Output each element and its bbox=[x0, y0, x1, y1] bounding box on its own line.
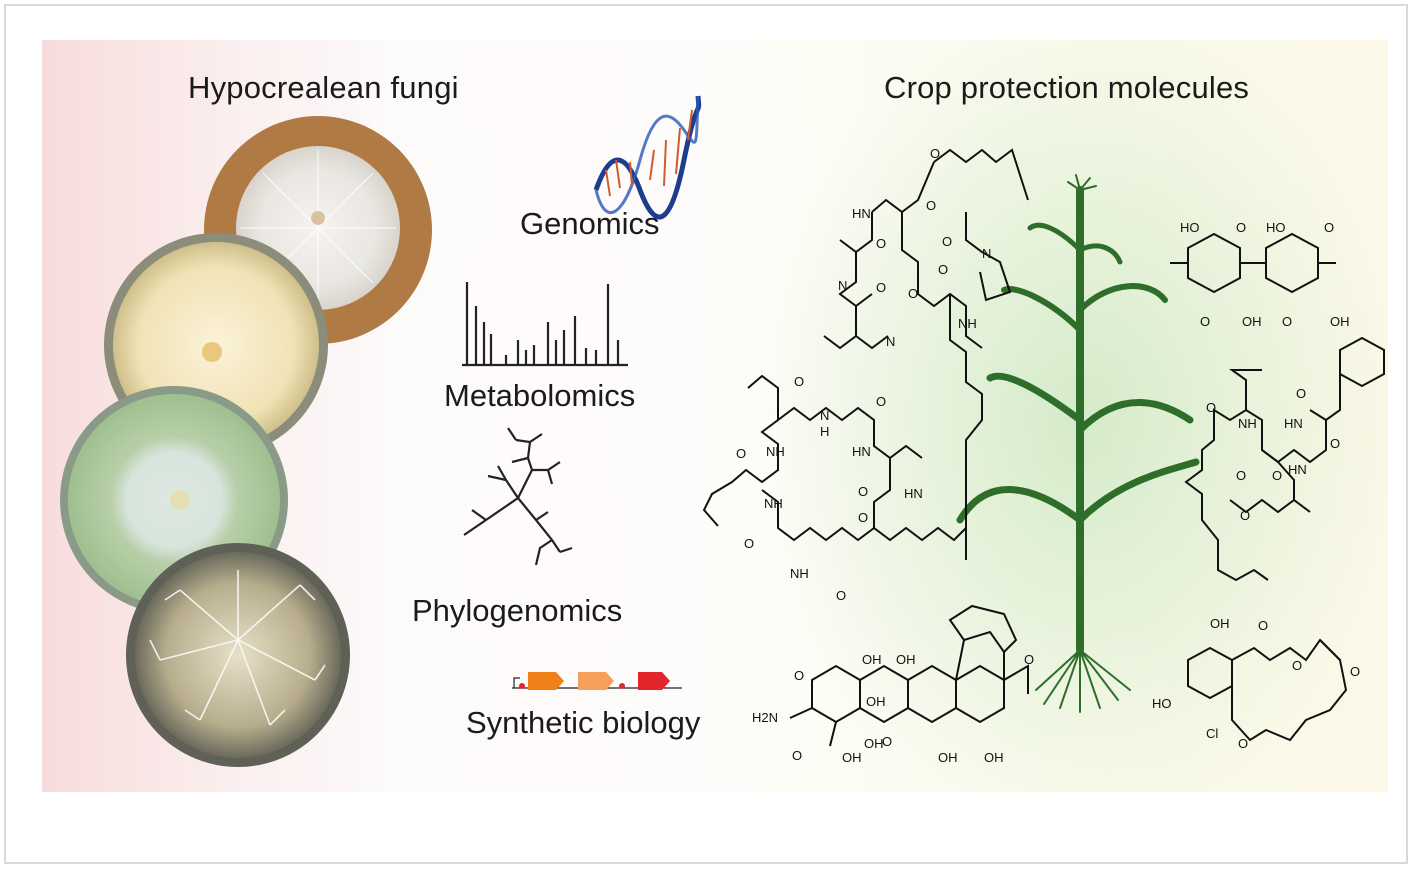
heading-crop-protection: Crop protection molecules bbox=[884, 70, 1250, 105]
quinone-atom: OH bbox=[1330, 314, 1350, 329]
polyketide-atom: O bbox=[794, 668, 804, 683]
macrocycle-atom: O bbox=[858, 510, 868, 525]
macrocycle-atom: O bbox=[876, 280, 886, 295]
resorcylic-atom-labels: OH O O HO Cl O O bbox=[1152, 616, 1360, 751]
cyclic-lipodepsipeptide-structure bbox=[702, 148, 1029, 560]
petri-dish-4 bbox=[126, 543, 350, 767]
macrocycle-atom: O bbox=[908, 286, 918, 301]
polyketide-atom: OH bbox=[842, 750, 862, 765]
polyketide-atom: OH bbox=[866, 694, 886, 709]
resorcylic-atom: O bbox=[1350, 664, 1360, 679]
lipopeptide-atom: HN bbox=[1284, 416, 1303, 431]
quinone-atom: HO bbox=[1180, 220, 1200, 235]
resorcylic-atom: OH bbox=[1210, 616, 1230, 631]
resorcylic-atom: O bbox=[1258, 618, 1268, 633]
macrocycle-atom: O bbox=[794, 374, 804, 389]
macrocycle-atom: NH bbox=[958, 316, 977, 331]
mass-spectrum-icon bbox=[462, 282, 628, 367]
quinone-dimer-structure bbox=[1170, 232, 1336, 294]
macrocycle-atom: O bbox=[858, 484, 868, 499]
macrocycle-atom: N bbox=[982, 246, 991, 261]
macrocycle-atom: H bbox=[820, 424, 829, 439]
label-synthetic-biology: Synthetic biology bbox=[466, 705, 701, 740]
macrocycle-atom: N bbox=[886, 334, 895, 349]
label-metabolomics: Metabolomics bbox=[444, 378, 636, 413]
macrocycle-atom: O bbox=[938, 262, 948, 277]
lipopeptide-atom: NH bbox=[1238, 416, 1257, 431]
macrocycle-atom: O bbox=[744, 536, 754, 551]
quinone-atom: O bbox=[1200, 314, 1210, 329]
lipopeptide-atom-labels: O O NH HN O HN O O O bbox=[1206, 386, 1340, 523]
lipopeptide-atom: O bbox=[1296, 386, 1306, 401]
quinone-atom-labels: HO O HO O O OH O OH bbox=[1180, 220, 1350, 329]
lipopeptide-atom: O bbox=[1236, 468, 1246, 483]
macrocycle-atom: HN bbox=[852, 206, 871, 221]
macrocycle-atom: HN bbox=[852, 444, 871, 459]
quinone-atom: O bbox=[1324, 220, 1334, 235]
macrocycle-atom: HN bbox=[904, 486, 923, 501]
polyketide-atom: OH bbox=[864, 736, 884, 751]
polyketide-atom: O bbox=[882, 734, 892, 749]
polyketide-atom: OH bbox=[938, 750, 958, 765]
gene-cluster-icon bbox=[512, 672, 682, 690]
polyketide-atom: O bbox=[1024, 652, 1034, 667]
lipopeptide-atom: O bbox=[1272, 468, 1282, 483]
macrocycle-atom: O bbox=[926, 198, 936, 213]
quinone-atom: O bbox=[1236, 220, 1246, 235]
heading-hypocrealean-fungi: Hypocrealean fungi bbox=[188, 70, 459, 105]
phylogenetic-tree-icon bbox=[463, 427, 573, 566]
corn-plant-illustration bbox=[956, 174, 1200, 713]
polyketide-atom-labels: O OH OH H2N O OH OH OH O OH OH O bbox=[752, 652, 1034, 765]
macrocycle-atom: O bbox=[836, 588, 846, 603]
lipopeptide-atom: HN bbox=[1288, 462, 1307, 477]
resorcylic-atom: O bbox=[1292, 658, 1302, 673]
macrocycle-atom: O bbox=[876, 236, 886, 251]
resorcylic-atom: Cl bbox=[1206, 726, 1218, 741]
macrocycle-atom: NH bbox=[766, 444, 785, 459]
lipopeptide-structure bbox=[1184, 336, 1385, 582]
quinone-atom: O bbox=[1282, 314, 1292, 329]
lipopeptide-atom: O bbox=[1240, 508, 1250, 523]
quinone-atom: HO bbox=[1266, 220, 1286, 235]
macrocycle-atom: O bbox=[876, 394, 886, 409]
resorcylic-atom: HO bbox=[1152, 696, 1172, 711]
label-phylogenomics: Phylogenomics bbox=[412, 593, 623, 628]
macrocycle-atom: O bbox=[736, 446, 746, 461]
macrocycle-atom-labels: O O HN O N O N N O NH O O N H O NH HN O … bbox=[736, 146, 991, 603]
macrocycle-atom: NH bbox=[790, 566, 809, 581]
polyketide-atom: OH bbox=[984, 750, 1004, 765]
polyketide-atom: OH bbox=[896, 652, 916, 667]
polyketide-atom: O bbox=[792, 748, 802, 763]
macrocycle-atom: NH bbox=[764, 496, 783, 511]
quinone-atom: OH bbox=[1242, 314, 1262, 329]
dna-helix-icon bbox=[593, 95, 702, 220]
polyketide-atom: OH bbox=[862, 652, 882, 667]
resorcylic-atom: O bbox=[1238, 736, 1248, 751]
pentacyclic-polyketide-structure bbox=[789, 604, 1029, 747]
macrocycle-atom: O bbox=[942, 234, 952, 249]
lipopeptide-atom: O bbox=[1206, 400, 1216, 415]
macrocycle-atom: N bbox=[820, 408, 829, 423]
resorcylic-lactone-structure bbox=[1187, 638, 1348, 742]
label-genomics: Genomics bbox=[520, 206, 660, 241]
polyketide-atom: H2N bbox=[752, 710, 778, 725]
lipopeptide-atom: O bbox=[1330, 436, 1340, 451]
macrocycle-atom: N bbox=[838, 278, 847, 293]
macrocycle-atom: O bbox=[930, 146, 940, 161]
